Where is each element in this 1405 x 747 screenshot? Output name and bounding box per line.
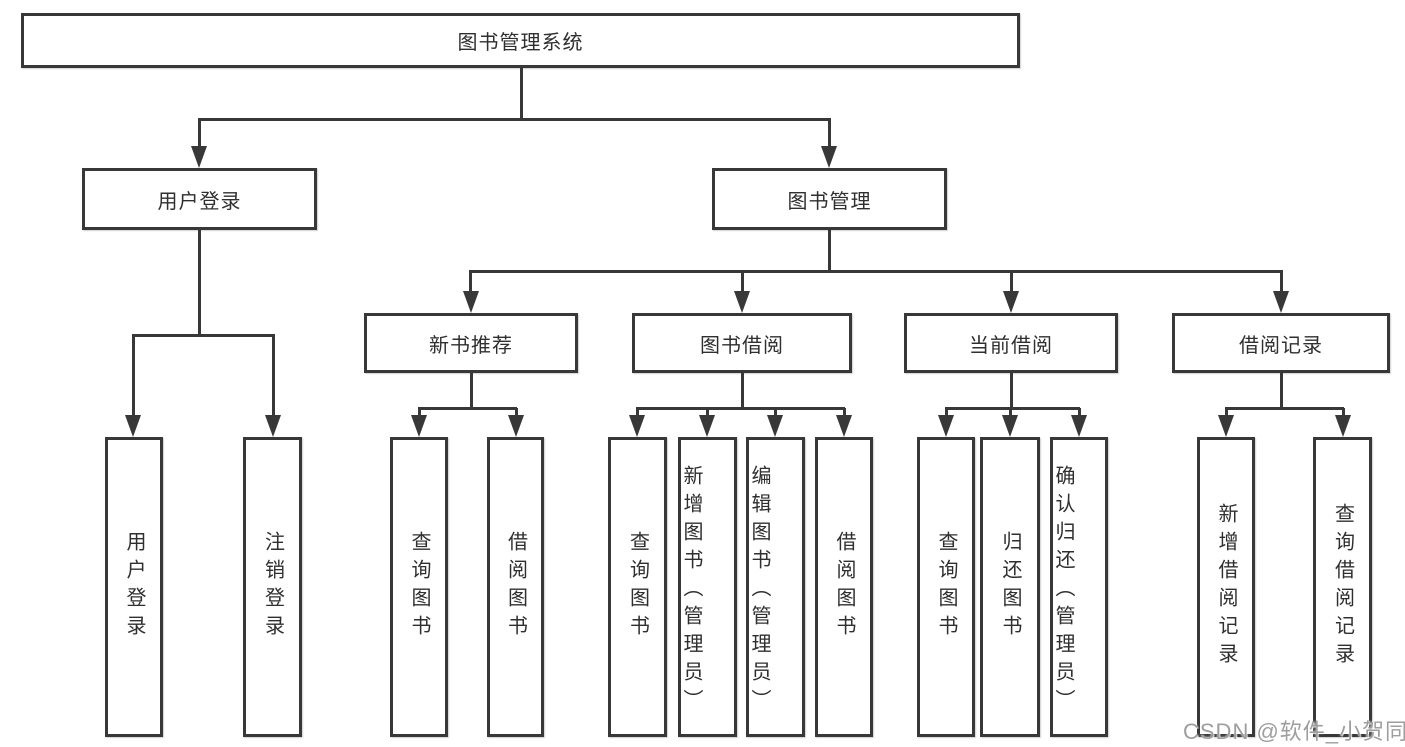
connector-line — [469, 271, 472, 295]
arrow-down-icon — [191, 146, 207, 168]
connector-line — [1280, 271, 1283, 295]
leaf-label: 注销登录 — [261, 531, 284, 643]
connector-line — [636, 408, 639, 418]
connector-line — [132, 334, 275, 337]
leaf-query-borrow-record: 查询借阅记录 — [1313, 437, 1372, 737]
arrow-down-icon — [125, 415, 141, 437]
leaf-label: 借阅图书 — [504, 531, 527, 643]
leaf-label: 用户登录 — [123, 531, 145, 643]
node-user-login: 用户登录 — [82, 168, 317, 230]
connector-line — [198, 119, 201, 150]
leaf-label: 查询图书 — [408, 531, 430, 643]
leaf-label: 新增借阅记录 — [1215, 503, 1237, 671]
arrow-down-icon — [767, 415, 783, 437]
node-label: 借阅记录 — [1239, 334, 1323, 357]
leaf-confirm-return-admin: 确认归还（管理员） — [1050, 437, 1108, 737]
connector-line — [1225, 408, 1228, 418]
arrow-down-icon — [821, 146, 837, 168]
node-label: 图书管理 — [787, 190, 872, 213]
connector-line — [1010, 271, 1013, 295]
node-label: 图书借阅 — [700, 334, 784, 357]
connector-line — [1225, 407, 1344, 410]
connector-line — [1280, 373, 1283, 410]
connector-line — [1078, 408, 1081, 418]
arrow-down-icon — [1335, 415, 1351, 437]
leaf-label: 新增图书（管理员） — [680, 465, 702, 717]
connector-line — [520, 68, 523, 120]
watermark: CSDN @软件_小贺同学 — [1183, 719, 1405, 744]
connector-line — [198, 118, 831, 121]
node-label: 图书管理系统 — [457, 32, 584, 54]
arrow-down-icon — [1071, 415, 1087, 437]
leaf-query-books-recommend: 查询图书 — [390, 437, 448, 737]
leaf-edit-books-admin: 编辑图书（管理员） — [746, 437, 805, 737]
arrow-down-icon — [1273, 291, 1289, 313]
leaf-user-login: 用户登录 — [105, 437, 163, 737]
connector-line — [198, 230, 201, 337]
leaf-label: 查询借阅记录 — [1331, 503, 1354, 671]
connector-line — [1010, 373, 1013, 410]
arrow-down-icon — [1002, 415, 1018, 437]
connector-line — [418, 408, 421, 418]
connector-line — [515, 408, 518, 418]
connector-line — [272, 335, 275, 418]
arrow-down-icon — [265, 415, 281, 437]
leaf-label: 编辑图书（管理员） — [748, 465, 770, 717]
leaf-logout: 注销登录 — [243, 437, 302, 737]
leaf-add-books-admin: 新增图书（管理员） — [678, 437, 737, 737]
node-label: 新书推荐 — [429, 334, 513, 357]
connector-line — [1009, 408, 1012, 418]
leaf-borrow-books: 借阅图书 — [815, 437, 873, 737]
connector-line — [741, 271, 744, 295]
connector-line — [418, 407, 517, 410]
leaf-label: 归还图书 — [999, 531, 1021, 643]
node-label: 当前借阅 — [969, 334, 1053, 357]
leaf-return-books: 归还图书 — [980, 437, 1040, 737]
arrow-down-icon — [1218, 415, 1234, 437]
connector-line — [470, 373, 473, 410]
arrow-down-icon — [463, 291, 479, 313]
connector-line — [1342, 408, 1345, 418]
connector-line — [636, 407, 845, 410]
leaf-query-books-borrow: 查询图书 — [608, 437, 667, 737]
node-library-system: 图书管理系统 — [21, 13, 1020, 68]
node-book-borrow: 图书借阅 — [632, 313, 852, 373]
connector-line — [706, 408, 709, 418]
node-book-management: 图书管理 — [712, 168, 947, 230]
connector-line — [945, 407, 1080, 410]
node-current-borrow: 当前借阅 — [904, 313, 1118, 373]
arrow-down-icon — [629, 415, 645, 437]
arrow-down-icon — [836, 415, 852, 437]
leaf-label: 查询图书 — [626, 531, 649, 643]
connector-line — [741, 373, 744, 410]
leaf-add-borrow-record: 新增借阅记录 — [1197, 437, 1255, 737]
connector-line — [828, 119, 831, 150]
arrow-down-icon — [1003, 291, 1019, 313]
arrow-down-icon — [734, 291, 750, 313]
leaf-label: 确认归还（管理员） — [1052, 465, 1074, 717]
connector-line — [828, 230, 831, 273]
arrow-down-icon — [411, 415, 427, 437]
connector-line — [945, 408, 948, 418]
node-new-book-recommend: 新书推荐 — [364, 313, 578, 373]
connector-line — [843, 408, 846, 418]
leaf-label: 借阅图书 — [833, 531, 855, 643]
connector-line — [132, 335, 135, 418]
leaf-borrow-books-recommend: 借阅图书 — [487, 437, 544, 737]
arrow-down-icon — [938, 415, 954, 437]
node-label: 用户登录 — [157, 190, 242, 213]
leaf-query-books-current: 查询图书 — [917, 437, 975, 737]
node-borrow-records: 借阅记录 — [1172, 313, 1390, 373]
connector-line — [469, 270, 1283, 273]
leaf-label: 查询图书 — [935, 531, 957, 643]
arrow-down-icon — [508, 415, 524, 437]
arrow-down-icon — [699, 415, 715, 437]
connector-line — [774, 408, 777, 418]
